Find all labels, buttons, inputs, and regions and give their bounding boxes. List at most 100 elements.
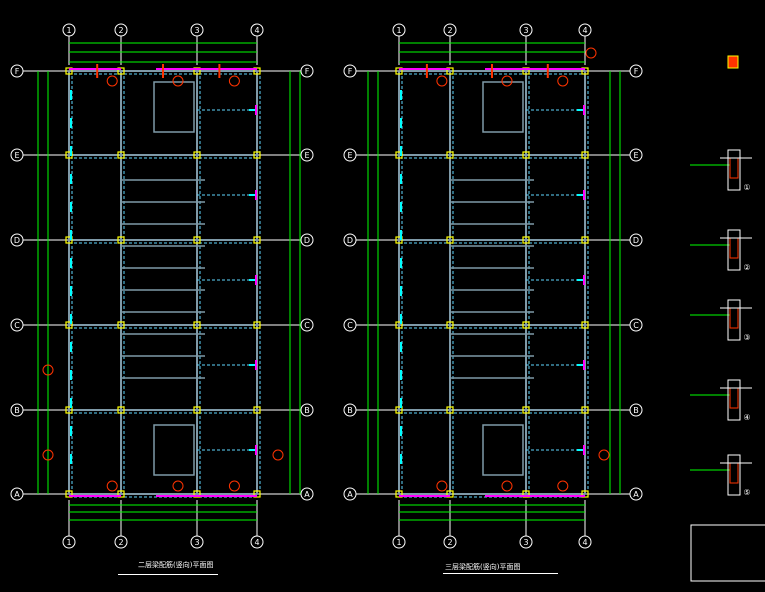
grid-row-left-B-bubble bbox=[343, 403, 357, 417]
section-callout bbox=[228, 480, 240, 492]
grid-row-left-B-label: B bbox=[14, 406, 20, 415]
detail-rebar bbox=[729, 307, 739, 329]
column bbox=[117, 321, 125, 329]
column bbox=[581, 236, 589, 244]
grid-row-right-D-label: D bbox=[633, 236, 639, 245]
grid-row-right-F-bubble bbox=[300, 64, 314, 78]
grid-col-bottom-4-label: 4 bbox=[582, 538, 587, 547]
grid-row-right-C-label: C bbox=[633, 321, 639, 330]
column bbox=[253, 151, 261, 159]
opening-beam-frame bbox=[153, 424, 195, 476]
grid-row-right-E-bubble bbox=[629, 148, 643, 162]
detail-section-mark-5: ⑤ bbox=[743, 488, 750, 497]
grid-row-right-A-bubble bbox=[629, 487, 643, 501]
grid-col-bottom-2-label: 2 bbox=[118, 538, 123, 547]
grid-row-left-A-bubble bbox=[343, 487, 357, 501]
grid-row-left-D-label: D bbox=[14, 236, 20, 245]
section-callout bbox=[501, 75, 513, 87]
grid-col-top-1-bubble bbox=[62, 23, 76, 37]
column bbox=[446, 321, 454, 329]
grid-col-bottom-4-bubble bbox=[578, 535, 592, 549]
detail-rebar bbox=[729, 157, 739, 179]
section-callout bbox=[557, 480, 569, 492]
grid-col-top-2-label: 2 bbox=[118, 26, 123, 35]
column bbox=[446, 406, 454, 414]
detail-wall-section bbox=[727, 379, 741, 421]
detail-wall-section bbox=[727, 454, 741, 496]
grid-col-bottom-3-label: 3 bbox=[523, 538, 528, 547]
grid-col-bottom-3-bubble bbox=[519, 535, 533, 549]
grid-row-right-F-label: F bbox=[634, 67, 639, 76]
plan-title-underline-1 bbox=[118, 574, 218, 575]
grid-row-right-C-bubble bbox=[629, 318, 643, 332]
column bbox=[253, 236, 261, 244]
column bbox=[581, 321, 589, 329]
column bbox=[395, 321, 403, 329]
grid-row-right-A-label: A bbox=[633, 490, 639, 499]
column bbox=[395, 406, 403, 414]
section-callout bbox=[585, 47, 597, 59]
grid-row-right-B-label: B bbox=[304, 406, 310, 415]
detail-section-mark-2: ② bbox=[743, 263, 750, 272]
grid-col-top-1-label: 1 bbox=[396, 26, 401, 35]
section-callout bbox=[42, 364, 54, 376]
grid-row-left-D-bubble bbox=[10, 233, 24, 247]
column bbox=[522, 406, 530, 414]
column bbox=[253, 406, 261, 414]
column bbox=[65, 321, 73, 329]
detail-rebar bbox=[729, 462, 739, 484]
column bbox=[522, 151, 530, 159]
title-block bbox=[690, 524, 765, 582]
grid-col-top-3-label: 3 bbox=[523, 26, 528, 35]
grid-row-right-C-bubble bbox=[300, 318, 314, 332]
grid-col-top-1-bubble bbox=[392, 23, 406, 37]
grid-row-left-A-label: A bbox=[347, 490, 353, 499]
column bbox=[65, 406, 73, 414]
detail-wall-section bbox=[727, 299, 741, 341]
section-callout bbox=[436, 480, 448, 492]
grid-col-top-2-bubble bbox=[114, 23, 128, 37]
grid-row-left-F-label: F bbox=[348, 67, 353, 76]
opening-beam-frame bbox=[482, 81, 524, 133]
plan-title-1: 二层梁配筋(竖向)平面图 bbox=[138, 561, 214, 569]
section-callout bbox=[172, 75, 184, 87]
grid-row-left-E-label: E bbox=[14, 151, 19, 160]
grid-col-bottom-4-label: 4 bbox=[254, 538, 259, 547]
grid-col-bottom-3-label: 3 bbox=[194, 538, 199, 547]
grid-col-top-4-label: 4 bbox=[254, 26, 259, 35]
column bbox=[117, 236, 125, 244]
opening-beam-frame bbox=[482, 424, 524, 476]
column-detail bbox=[727, 55, 739, 69]
column bbox=[581, 151, 589, 159]
column bbox=[581, 406, 589, 414]
grid-row-right-C-label: C bbox=[304, 321, 310, 330]
column bbox=[117, 406, 125, 414]
section-callout bbox=[106, 75, 118, 87]
grid-row-right-B-bubble bbox=[629, 403, 643, 417]
grid-row-left-F-bubble bbox=[343, 64, 357, 78]
grid-row-right-F-label: F bbox=[305, 67, 310, 76]
grid-col-top-3-label: 3 bbox=[194, 26, 199, 35]
grid-row-right-A-bubble bbox=[300, 487, 314, 501]
grid-col-top-3-bubble bbox=[190, 23, 204, 37]
column bbox=[522, 236, 530, 244]
grid-row-right-E-bubble bbox=[300, 148, 314, 162]
grid-row-left-A-label: A bbox=[14, 490, 20, 499]
grid-col-bottom-1-label: 1 bbox=[396, 538, 401, 547]
grid-col-bottom-2-bubble bbox=[443, 535, 457, 549]
grid-col-bottom-2-label: 2 bbox=[447, 538, 452, 547]
grid-row-right-D-bubble bbox=[629, 233, 643, 247]
grid-row-left-C-label: C bbox=[14, 321, 20, 330]
section-callout bbox=[172, 480, 184, 492]
grid-row-left-E-bubble bbox=[343, 148, 357, 162]
column bbox=[193, 406, 201, 414]
grid-row-left-F-bubble bbox=[10, 64, 24, 78]
section-callout bbox=[228, 75, 240, 87]
grid-row-right-E-label: E bbox=[304, 151, 309, 160]
section-callout bbox=[598, 449, 610, 461]
grid-row-right-A-label: A bbox=[304, 490, 310, 499]
plan-title-2: 三层梁配筋(竖向)平面图 bbox=[445, 563, 521, 571]
column bbox=[446, 151, 454, 159]
grid-col-top-2-label: 2 bbox=[447, 26, 452, 35]
grid-col-bottom-2-bubble bbox=[114, 535, 128, 549]
